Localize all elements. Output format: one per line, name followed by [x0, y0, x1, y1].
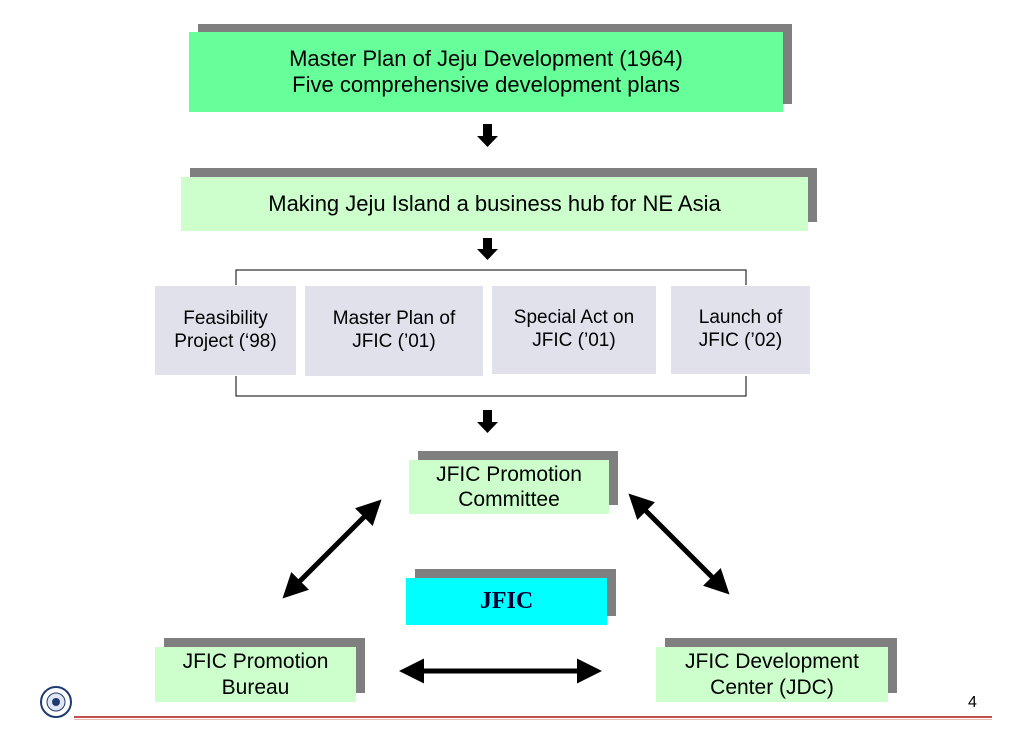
- top-plan-line2: Five comprehensive development plans: [292, 72, 680, 97]
- footer-line: [74, 716, 992, 718]
- milestone-line2: JFIC (’02): [698, 330, 783, 351]
- milestone-line1: Feasibility: [183, 307, 268, 329]
- bureau-line1: JFIC Promotion: [182, 650, 329, 674]
- top-plan-line1: Master Plan of Jeju Development (1964): [289, 45, 683, 71]
- double-arrow-icon: [628, 493, 730, 595]
- double-arrow-icon: [282, 499, 382, 599]
- milestone-line2: JFIC (’01): [532, 330, 616, 351]
- footer-line-secondary: [74, 719, 992, 720]
- university-seal-icon: [40, 686, 72, 718]
- jfic-label: JFIC: [479, 588, 534, 615]
- milestone-line1: Launch of: [698, 307, 783, 329]
- hub-box: Making Jeju Island a business hub for NE…: [181, 177, 808, 231]
- milestone-line1: Master Plan of: [332, 308, 456, 330]
- milestones-bracket: [235, 269, 747, 397]
- page-number: 4: [968, 694, 977, 711]
- jdc-line1: JFIC Development: [685, 650, 859, 674]
- jdc-box: JFIC Development Center (JDC): [656, 647, 888, 702]
- milestone-line2: Project (‘98): [174, 330, 277, 352]
- milestone-special-act: Special Act on JFIC (’01): [492, 286, 656, 374]
- bureau-line2: Bureau: [221, 675, 290, 699]
- milestone-feasibility: Feasibility Project (‘98): [155, 286, 296, 375]
- milestone-line1: Special Act on: [513, 307, 635, 329]
- committee-line1: JFIC Promotion: [436, 462, 582, 486]
- committee-line2: Committee: [458, 488, 560, 511]
- milestone-line2: JFIC (’01): [352, 331, 436, 352]
- bureau-box: JFIC Promotion Bureau: [155, 647, 356, 702]
- milestone-launch: Launch of JFIC (’02): [671, 286, 810, 374]
- top-plan-box: Master Plan of Jeju Development (1964) F…: [189, 32, 783, 112]
- committee-box: JFIC Promotion Committee: [409, 460, 609, 514]
- down-arrow-icon: [477, 124, 498, 147]
- jdc-line2: Center (JDC): [710, 675, 834, 699]
- hub-label: Making Jeju Island a business hub for NE…: [268, 190, 721, 216]
- down-arrow-icon: [477, 238, 498, 260]
- milestone-master-plan: Master Plan of JFIC (’01): [305, 286, 483, 376]
- down-arrow-icon: [477, 410, 498, 433]
- jfic-box: JFIC: [406, 578, 607, 625]
